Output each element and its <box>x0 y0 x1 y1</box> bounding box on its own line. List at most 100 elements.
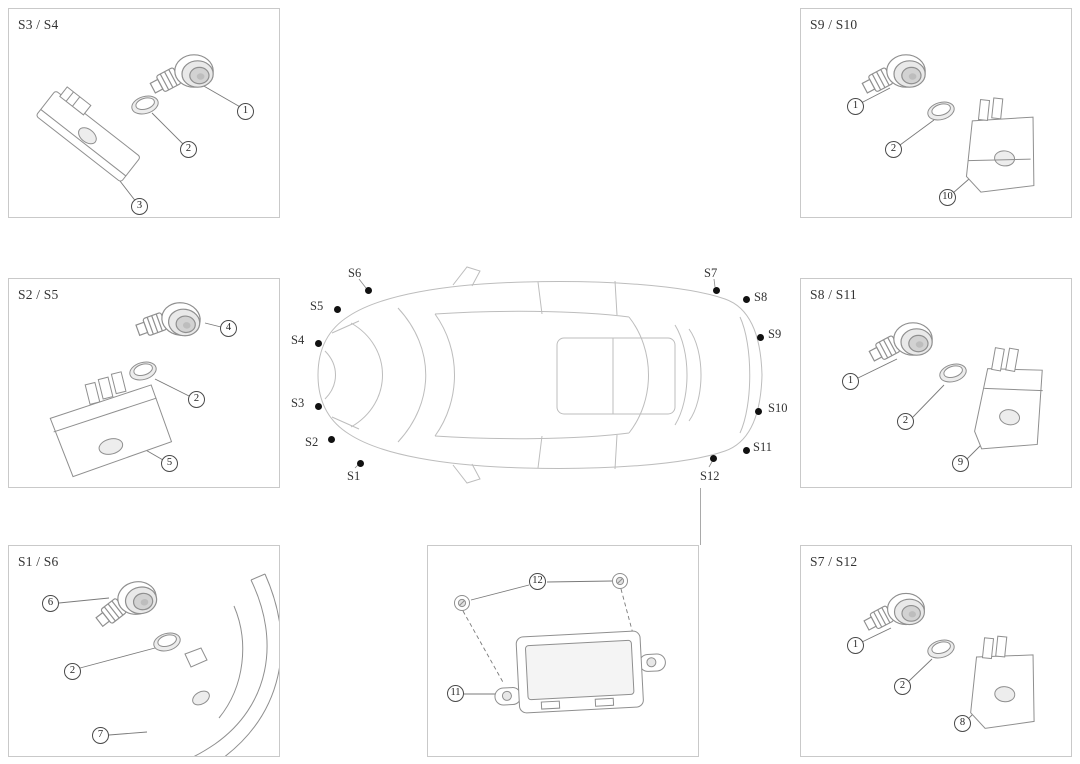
callout-10[interactable]: 10 <box>939 189 956 206</box>
callout-2[interactable]: 2 <box>188 391 205 408</box>
panel-label: S7 / S12 <box>810 554 858 569</box>
callout-9[interactable]: 9 <box>952 455 969 472</box>
sensor-position-dot-s8[interactable] <box>743 296 750 303</box>
seal-ring-icon <box>925 636 957 662</box>
sensor-position-dot-s11[interactable] <box>743 447 750 454</box>
callout-1[interactable]: 1 <box>237 103 254 120</box>
mounting-bracket-icon <box>970 635 1035 729</box>
sensor-label-s8: S8 <box>754 290 768 304</box>
screw-guide-line <box>462 610 505 685</box>
seal-ring-icon <box>937 360 969 386</box>
vehicle-top-view: S1 S2 S3 S4 S5 S6 S7 S8 S9 S10 S11 S12 <box>285 255 795 505</box>
sensor-position-dot-s4[interactable] <box>315 340 322 347</box>
parts-illustration <box>49 296 222 478</box>
callout-6[interactable]: 6 <box>42 595 59 612</box>
sensor-icon <box>867 322 933 365</box>
sensor-position-dot-s1[interactable] <box>357 460 364 467</box>
sensor-icon <box>148 54 214 97</box>
marker-leader-line <box>358 278 367 289</box>
seal-ring-icon <box>151 629 183 655</box>
parts-illustration <box>454 573 666 714</box>
fender-section-icon <box>184 573 279 756</box>
panel-label: S8 / S11 <box>810 287 857 302</box>
parts-illustration <box>861 592 1035 729</box>
sensor-position-dot-s2[interactable] <box>328 436 335 443</box>
callout-8[interactable]: 8 <box>954 715 971 732</box>
seal-ring-icon <box>925 98 957 124</box>
leader-line <box>79 647 156 669</box>
sensor-label-s3: S3 <box>291 396 305 410</box>
leader-line <box>201 84 243 109</box>
leader-line <box>470 584 530 601</box>
callout-2[interactable]: 2 <box>180 141 197 158</box>
panel-control-module: 12 11 <box>427 545 699 757</box>
sensor-icon <box>88 578 161 632</box>
sensor-position-dot-s3[interactable] <box>315 403 322 410</box>
callout-7[interactable]: 7 <box>92 727 109 744</box>
parts-illustration <box>36 54 243 204</box>
sensor-position-dot-s9[interactable] <box>757 334 764 341</box>
mounting-bracket-icon <box>974 347 1043 450</box>
sensor-label-s11: S11 <box>753 440 772 454</box>
callout-11[interactable]: 11 <box>447 685 464 702</box>
panel-s3-s4: S3 / S4 1 2 3 <box>8 8 280 218</box>
sensor-label-s4: S4 <box>291 333 305 347</box>
panel-label: S1 / S6 <box>18 554 59 569</box>
callout-4[interactable]: 4 <box>220 320 237 337</box>
callout-1[interactable]: 1 <box>842 373 859 390</box>
sensor-label-s12: S12 <box>700 469 720 483</box>
seal-ring-icon <box>127 358 159 384</box>
sensor-position-dot-s6[interactable] <box>365 287 372 294</box>
marker-leader-line <box>713 278 716 288</box>
mounting-bracket-icon <box>965 97 1035 193</box>
sensor-position-dot-s12[interactable] <box>710 455 717 462</box>
sensor-position-dot-s7[interactable] <box>713 287 720 294</box>
control-module-icon <box>494 630 666 714</box>
sensor-icon <box>860 54 926 97</box>
parts-illustration <box>860 54 1035 194</box>
sensor-label-s9: S9 <box>768 327 782 341</box>
callout-2[interactable]: 2 <box>885 141 902 158</box>
panel-s7-s12: S7 / S12 1 2 8 <box>800 545 1072 757</box>
callout-2[interactable]: 2 <box>897 413 914 430</box>
callout-2[interactable]: 2 <box>64 663 81 680</box>
leader-line <box>912 384 945 418</box>
parts-illustration <box>857 322 1043 460</box>
sensor-position-dot-s10[interactable] <box>755 408 762 415</box>
callout-2[interactable]: 2 <box>894 678 911 695</box>
parts-illustration <box>58 573 279 756</box>
leader-line <box>546 580 613 583</box>
sensor-icon <box>861 592 925 634</box>
leader-line <box>860 87 891 104</box>
panel-label: S9 / S10 <box>810 17 858 32</box>
sensor-position-dot-s5[interactable] <box>334 306 341 313</box>
sensor-label-s5: S5 <box>310 299 324 313</box>
leader-line <box>857 358 898 379</box>
mounting-bracket-icon <box>36 86 140 182</box>
panel-label: S2 / S5 <box>18 287 59 302</box>
sensor-label-s6: S6 <box>348 266 362 280</box>
callout-1[interactable]: 1 <box>847 637 864 654</box>
panel-s9-s10: S9 / S10 1 2 10 <box>800 8 1072 218</box>
panel-label: S3 / S4 <box>18 17 59 32</box>
seal-ring-icon <box>129 92 161 118</box>
leader-line <box>861 627 892 643</box>
panel-s8-s11: S8 / S11 1 2 9 <box>800 278 1072 488</box>
callout-12[interactable]: 12 <box>529 573 546 590</box>
mounting-bracket-icon <box>49 371 173 478</box>
leader-line <box>151 112 186 147</box>
sensor-label-s10: S10 <box>768 401 788 415</box>
screw-icon <box>612 573 628 589</box>
sensor-label-s1: S1 <box>347 469 361 483</box>
car-top-view-icon <box>317 266 763 484</box>
panel-s2-s5: S2 / S5 4 2 5 <box>8 278 280 488</box>
callout-3[interactable]: 3 <box>131 198 148 215</box>
screw-icon <box>454 595 470 611</box>
leader-line <box>154 378 190 397</box>
leader-line <box>899 119 935 146</box>
module-connection-line <box>700 488 701 545</box>
leader-line <box>108 731 148 736</box>
callout-5[interactable]: 5 <box>161 455 178 472</box>
callout-1[interactable]: 1 <box>847 98 864 115</box>
